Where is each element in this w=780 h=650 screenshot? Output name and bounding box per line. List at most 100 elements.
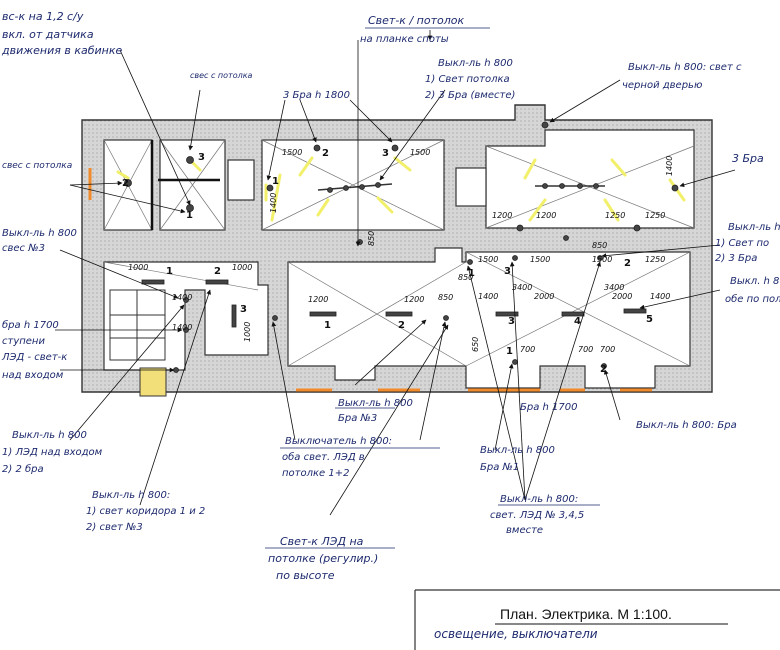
- note: Выключатель h 800:: [285, 436, 392, 447]
- fixture-number: 1: [468, 268, 475, 279]
- note: Выкл-ль h 800: [338, 398, 413, 409]
- dimension: 1250: [645, 255, 665, 264]
- note: по высоте: [276, 569, 335, 582]
- fixture-number: 2: [122, 178, 129, 189]
- fixture-number: 1: [324, 320, 331, 331]
- dimension: 1250: [605, 211, 625, 220]
- fixture-number: 2: [398, 320, 405, 331]
- dimension: 1400: [650, 292, 670, 301]
- dimension: 1200: [404, 295, 424, 304]
- dimension: 1500: [592, 255, 612, 264]
- note: ступени: [2, 336, 45, 347]
- dimension: 1400: [269, 193, 278, 213]
- dimension: 1400: [172, 293, 192, 302]
- note: Бра h 1700: [520, 402, 577, 413]
- dimensions: 1500 1500 1400 1200 1200 1250 1250 1400 …: [128, 148, 674, 354]
- note: обе по пол: [725, 293, 780, 305]
- fixture-number: 3: [240, 304, 247, 315]
- dimension: 1500: [478, 255, 498, 264]
- fixture-numbers: 2 3 1 2 3 1 1 2 3 1 2 3 4 5 1 2 3 1 2: [122, 148, 653, 375]
- fixture-number: 2: [624, 258, 631, 269]
- dimension: 3400: [604, 283, 624, 292]
- note: над входом: [2, 370, 64, 381]
- room-niche-right: [455, 167, 487, 207]
- dimension: 1500: [530, 255, 550, 264]
- note: на планке споты: [360, 34, 449, 45]
- dimension: 850: [438, 293, 453, 302]
- annotations: вс-к на 1,2 с/у вкл. от датчика движения…: [1, 10, 780, 582]
- note: Выкл. h 8: [730, 276, 779, 287]
- note: свес с потолка: [2, 161, 72, 171]
- note-underlines: [265, 27, 600, 549]
- dimension: 3400: [512, 283, 532, 292]
- note: Выкл-ль h 800: свет с: [628, 62, 742, 73]
- note: Выкл-ль h 800:: [500, 494, 578, 505]
- dimension: 1400: [665, 156, 674, 176]
- note: Выкл-ль h 800: [728, 222, 780, 233]
- dimension: 1200: [308, 295, 328, 304]
- note: потолке 1+2: [282, 468, 349, 479]
- dimension: 1000: [232, 263, 252, 272]
- note: 2) 2 бра: [2, 463, 44, 475]
- note: 1) свет коридора 1 и 2: [86, 506, 205, 517]
- fixture-number: 3: [382, 148, 389, 159]
- note: 2) свет №3: [86, 522, 143, 533]
- fixture-number: 3: [198, 152, 205, 163]
- dimension: 1500: [282, 148, 302, 157]
- dimension: 1000: [243, 322, 252, 342]
- note: движения в кабинке: [1, 44, 123, 57]
- partitions: [150, 140, 220, 230]
- ceiling-diagonals: [103, 139, 695, 367]
- fixture-number: 3: [504, 266, 511, 277]
- windows: [88, 168, 652, 392]
- fixture-number: 5: [646, 314, 653, 325]
- dimension: 1250: [645, 211, 665, 220]
- dimension: 700: [520, 345, 535, 354]
- fixtures: [124, 121, 679, 373]
- note: Бра №1: [480, 462, 519, 473]
- leader-lines: [55, 30, 736, 516]
- dimension: 850: [367, 231, 376, 246]
- room-niche: [227, 159, 255, 201]
- fixture-number: 2: [214, 266, 221, 277]
- fixture-number: 1: [186, 210, 193, 221]
- dimension: 700: [600, 345, 615, 354]
- note: вместе: [506, 525, 543, 536]
- dimension: 1200: [492, 211, 512, 220]
- fixture-number: 1: [272, 176, 279, 187]
- note: Выкл-ль h 800: [12, 430, 87, 441]
- title-block: План. Электрика. М 1:100. освещение, вык…: [414, 589, 780, 650]
- note: Бра №3: [338, 413, 377, 424]
- note: 3 Бра h 1800: [283, 90, 350, 101]
- note: Выкл-ль h 800: [2, 228, 77, 239]
- dimension: 2000: [612, 292, 632, 301]
- fixture-number: 2: [600, 364, 607, 375]
- note: Выкл-ль h 800: Бра: [636, 420, 737, 431]
- note: 3 Бра: [732, 152, 764, 165]
- note: свет. ЛЭД № 3,4,5: [490, 510, 584, 521]
- note: свес №3: [2, 243, 45, 254]
- stairs: [109, 289, 167, 397]
- note: 1) Свет по: [715, 238, 769, 249]
- note: 1) ЛЭД над входом: [2, 447, 103, 458]
- note: Свет-к ЛЭД на: [280, 535, 364, 548]
- fixture-number: 4: [574, 316, 581, 327]
- dimension: 1000: [128, 263, 148, 272]
- dimension: 850: [592, 241, 607, 250]
- note: 2) 3 Бра (вместе): [425, 90, 515, 101]
- dimension: 700: [578, 345, 593, 354]
- note: оба свет. ЛЭД в: [282, 451, 365, 463]
- dimension: 2000: [534, 292, 554, 301]
- note: вс-к на 1,2 с/у: [2, 10, 84, 23]
- note: 2) 3 Бра: [715, 253, 757, 264]
- note: Выкл-ль h 800: [438, 58, 513, 69]
- fixture-number: 1: [166, 266, 173, 277]
- fixture-number: 2: [322, 148, 329, 159]
- note: бра h 1700: [2, 319, 59, 331]
- note: ЛЭД - свет-к: [1, 352, 67, 363]
- note: потолке (регулир.): [268, 552, 378, 565]
- note: Выкл-ль h 800: [480, 445, 555, 456]
- dimension: 1400: [172, 323, 192, 332]
- dimension: 650: [471, 337, 480, 352]
